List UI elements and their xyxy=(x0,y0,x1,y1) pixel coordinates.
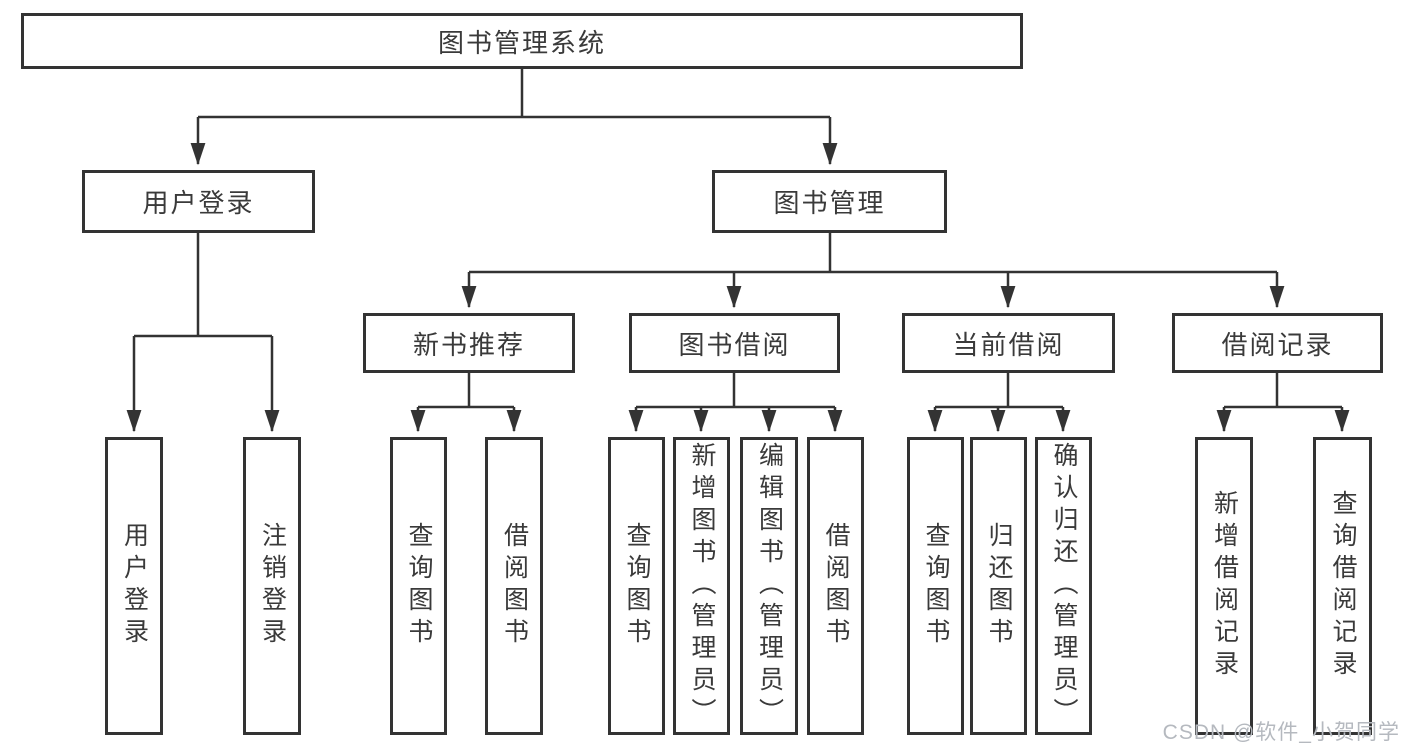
node-current-borrowing: 当前借阅 xyxy=(902,313,1115,373)
leaf-label: 新增借阅记录 xyxy=(1210,490,1239,682)
csdn-watermark: CSDN @软件_小贺同学 xyxy=(1162,721,1400,744)
node-new-book-recommend: 新书推荐 xyxy=(363,313,575,373)
leaf-label: 归还图书 xyxy=(985,522,1013,650)
leaf-label: 用户登录 xyxy=(120,522,149,650)
leaf-query-books: 查询图书 xyxy=(907,437,964,735)
leaf-query-books: 查询图书 xyxy=(390,437,447,735)
node-label: 用户登录 xyxy=(142,188,255,218)
leaf-return-books: 归还图书 xyxy=(970,437,1027,735)
leaf-label: 确认归还（管理员） xyxy=(1050,442,1078,730)
node-book-management: 图书管理 xyxy=(712,170,947,233)
leaf-edit-books-admin: 编辑图书（管理员） xyxy=(740,437,798,735)
node-book-borrowing: 图书借阅 xyxy=(629,313,840,373)
leaf-label: 查询图书 xyxy=(623,522,651,650)
leaf-label: 注销登录 xyxy=(258,522,287,650)
leaf-label: 新增图书（管理员） xyxy=(688,442,716,730)
leaf-logout: 注销登录 xyxy=(243,437,301,735)
leaf-label: 查询图书 xyxy=(922,522,950,650)
leaf-label: 借阅图书 xyxy=(500,522,529,650)
node-borrowing-records: 借阅记录 xyxy=(1172,313,1383,373)
leaf-label: 借阅图书 xyxy=(822,522,850,650)
leaf-borrow-books: 借阅图书 xyxy=(485,437,543,735)
leaf-user-login: 用户登录 xyxy=(105,437,163,735)
node-label: 当前借阅 xyxy=(952,329,1065,360)
node-label: 新书推荐 xyxy=(412,329,525,360)
leaf-label: 查询借阅记录 xyxy=(1329,490,1357,682)
leaf-add-books-admin: 新增图书（管理员） xyxy=(673,437,730,735)
node-label: 图书管理系统 xyxy=(437,27,606,58)
node-user-login: 用户登录 xyxy=(82,170,315,233)
node-library-management-system: 图书管理系统 xyxy=(21,13,1023,69)
node-label: 图书管理 xyxy=(773,188,886,218)
node-label: 借阅记录 xyxy=(1221,329,1334,360)
leaf-label: 查询图书 xyxy=(405,522,433,650)
leaf-query-borrow-record: 查询借阅记录 xyxy=(1313,437,1372,735)
leaf-query-books: 查询图书 xyxy=(608,437,665,735)
leaf-label: 编辑图书（管理员） xyxy=(755,442,784,730)
leaf-borrow-books: 借阅图书 xyxy=(807,437,864,735)
node-label: 图书借阅 xyxy=(678,329,791,360)
leaf-add-borrow-record: 新增借阅记录 xyxy=(1195,437,1253,735)
leaf-confirm-return-admin: 确认归还（管理员） xyxy=(1035,437,1092,735)
